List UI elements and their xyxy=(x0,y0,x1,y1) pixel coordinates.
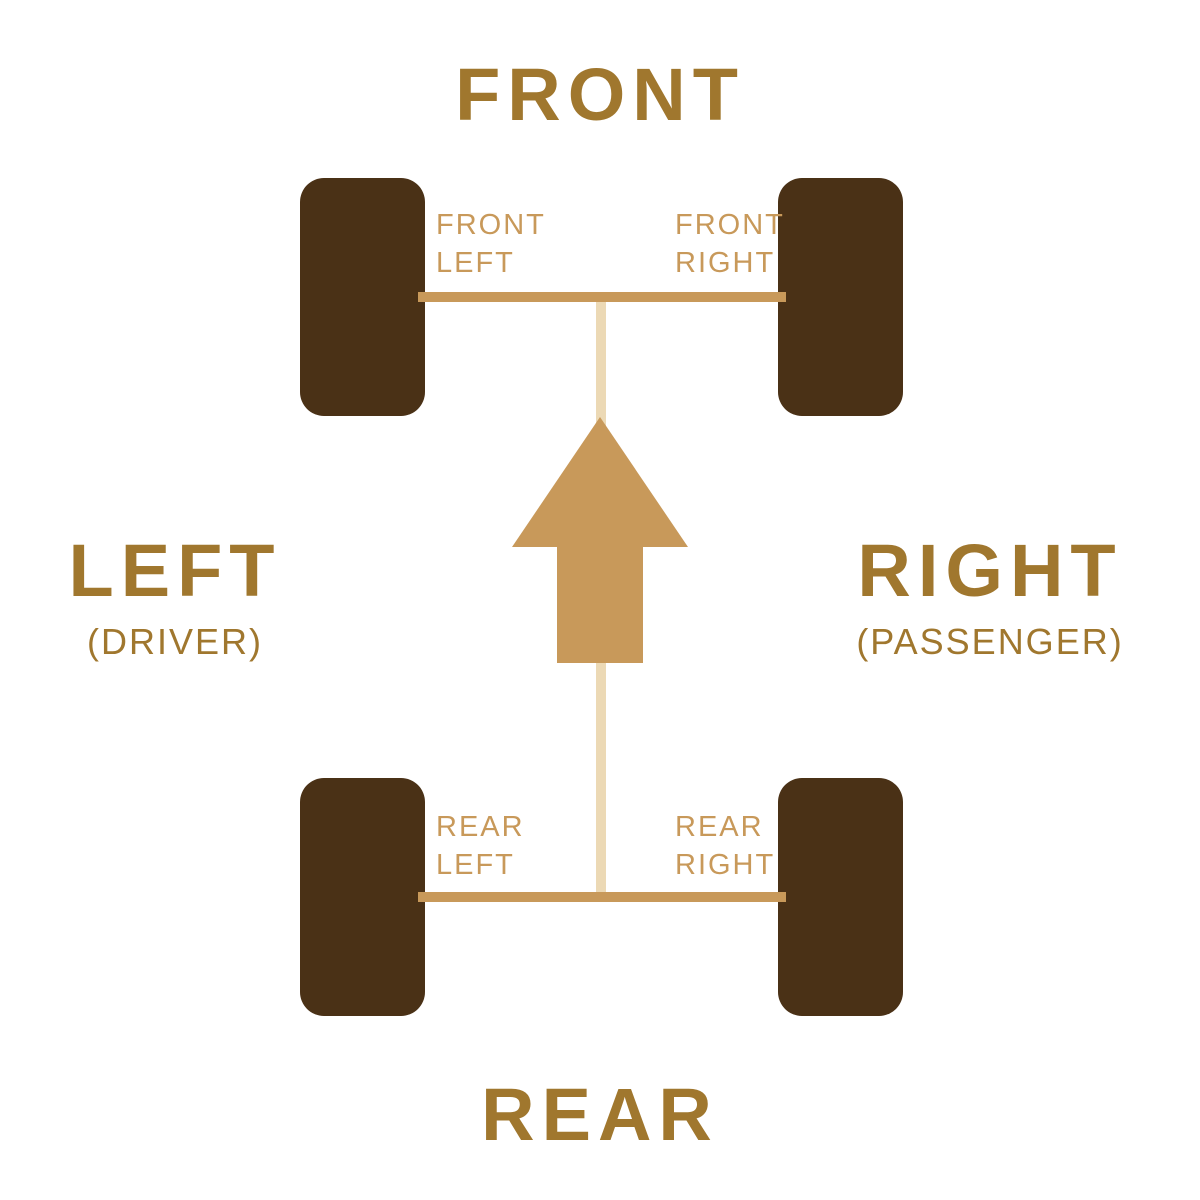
left-side-block: LEFT (DRIVER) xyxy=(35,528,315,663)
tire-front-left xyxy=(300,178,425,416)
tire-front-right xyxy=(778,178,903,416)
direction-arrow-icon xyxy=(512,417,688,547)
front-left-line1: FRONT xyxy=(436,209,546,241)
front-axle-line xyxy=(418,292,786,302)
tire-rear-left xyxy=(300,778,425,1016)
rear-left-wheel-label: REAR LEFT xyxy=(436,808,525,884)
left-side-label: LEFT xyxy=(68,529,282,612)
front-left-wheel-label: FRONT LEFT xyxy=(436,206,546,282)
front-left-line2: LEFT xyxy=(436,247,515,279)
front-right-wheel-label: FRONT RIGHT xyxy=(675,206,785,282)
front-right-line1: FRONT xyxy=(675,209,785,241)
tire-rear-right xyxy=(778,778,903,1016)
right-side-block: RIGHT (PASSENGER) xyxy=(825,528,1155,663)
driver-sublabel: (DRIVER) xyxy=(87,621,263,662)
front-right-line2: RIGHT xyxy=(675,247,776,279)
rear-axle-line xyxy=(418,892,786,902)
rear-right-wheel-label: REAR RIGHT xyxy=(675,808,775,884)
front-title: FRONT xyxy=(455,53,745,136)
rear-left-line2: LEFT xyxy=(436,849,515,881)
right-side-label: RIGHT xyxy=(857,529,1123,612)
rear-title: REAR xyxy=(481,1073,719,1156)
rear-right-line2: RIGHT xyxy=(675,849,776,881)
rear-left-line1: REAR xyxy=(436,811,525,843)
passenger-sublabel: (PASSENGER) xyxy=(856,621,1124,662)
direction-arrow-shaft xyxy=(557,545,643,663)
rear-right-line1: REAR xyxy=(675,811,764,843)
